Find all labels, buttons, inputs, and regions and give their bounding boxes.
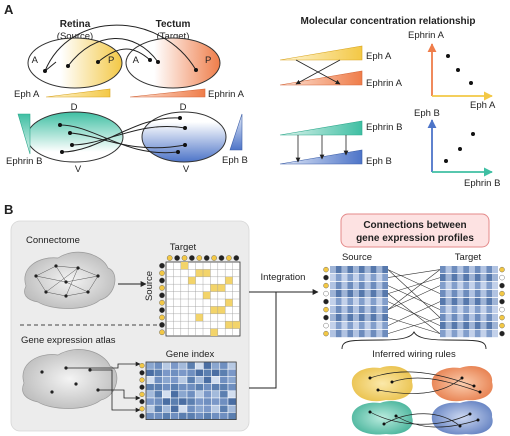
- ephrin-b-gradient-wedge: [17, 113, 31, 155]
- grad-ephrin-b-label: Ephrin B: [366, 122, 402, 133]
- plot1-x-label: Eph A: [470, 100, 496, 111]
- plot1-y-label: Ephrin A: [408, 30, 445, 41]
- conn-target-label: Target: [455, 252, 482, 263]
- axis-v-tectum: V: [183, 164, 190, 175]
- grad-eph-b-wedge: [279, 149, 363, 165]
- axis-p-tectum: P: [205, 55, 211, 66]
- axis-v-retina: V: [75, 164, 82, 175]
- inferred-wiring-lines: [369, 371, 481, 428]
- axis-p-retina: P: [108, 55, 114, 66]
- gene-atlas-brain-icon: [22, 349, 118, 409]
- eph-a-gradient-wedge: [45, 88, 111, 98]
- connections-title-line1: Connections between: [363, 220, 466, 231]
- ephrin-b-label: Ephrin B: [6, 156, 42, 167]
- gene-index-label: Gene index: [166, 349, 215, 360]
- inferred-blob-orange: [431, 365, 493, 402]
- inferred-label: Inferred wiring rules: [372, 349, 456, 360]
- integration-label: Integration: [261, 272, 306, 283]
- integration-connector: [249, 291, 318, 389]
- eph-b-label: Eph B: [222, 155, 248, 166]
- target-label: Target: [170, 242, 197, 253]
- grad-b-arrows: [295, 135, 349, 163]
- tectum-subtitle: (Target): [157, 31, 190, 42]
- dv-projection-dots: [58, 116, 187, 154]
- connectome-label: Connectome: [26, 235, 80, 246]
- connectivity-matrix: [159, 255, 241, 337]
- grad-eph-a-wedge: [279, 45, 363, 61]
- connectome-brain-icon: [24, 251, 116, 309]
- dv-projection-lines: [59, 117, 186, 154]
- inferred-brace: [341, 330, 487, 350]
- grad-ephrin-a-wedge: [279, 70, 363, 86]
- retina-title: Retina: [60, 19, 91, 30]
- source-label: Source: [144, 271, 155, 301]
- tectum-title: Tectum: [156, 19, 191, 30]
- gene-expression-matrix: [139, 361, 237, 420]
- retina-dv-ellipse: [26, 111, 124, 163]
- axis-d-retina: D: [71, 102, 78, 113]
- gene-atlas-label: Gene expression atlas: [21, 335, 116, 346]
- relationship-title: Molecular concentration relationship: [300, 16, 475, 27]
- axis-d-tectum: D: [180, 102, 187, 113]
- grad-eph-a-label: Eph A: [366, 51, 392, 62]
- axis-a-tectum: A: [133, 55, 140, 66]
- ap-projection-dots: [43, 58, 198, 73]
- tectum-ap-ellipse: [125, 37, 221, 89]
- profile-links: [387, 269, 441, 334]
- connections-title-line2: gene expression profiles: [356, 233, 474, 244]
- grad-eph-b-label: Eph B: [366, 156, 392, 167]
- ephrin-a-gradient-wedge: [129, 88, 206, 98]
- tectum-dv-ellipse: [141, 111, 227, 163]
- eph-a-label: Eph A: [14, 89, 40, 100]
- profile-rows: [323, 266, 505, 338]
- inferred-blob-yellow: [351, 365, 413, 402]
- plot1-points: [446, 54, 473, 85]
- connections-title-box: [340, 213, 490, 248]
- plot2-y-label: Eph B: [414, 108, 440, 119]
- plot2-x-label: Ephrin B: [464, 178, 500, 189]
- plot2-points: [444, 132, 475, 163]
- gene-atlas-leader-lines: [66, 361, 141, 413]
- ap-projection-lines: [44, 24, 197, 72]
- grad-ephrin-b-wedge: [279, 120, 363, 136]
- inferred-blob-blue: [431, 400, 493, 435]
- retina-ap-ellipse: [27, 37, 123, 89]
- inferred-wiring-dots: [368, 376, 482, 428]
- panel-a-letter: A: [4, 2, 14, 17]
- axis-a-retina: A: [32, 55, 39, 66]
- panel-b-letter: B: [4, 202, 13, 217]
- conn-source-label: Source: [342, 252, 372, 263]
- grad-a-arrows: [295, 59, 341, 85]
- ephrin-a-label: Ephrin A: [208, 89, 245, 100]
- eph-b-gradient-wedge: [229, 113, 243, 151]
- grad-ephrin-a-label: Ephrin A: [366, 78, 403, 89]
